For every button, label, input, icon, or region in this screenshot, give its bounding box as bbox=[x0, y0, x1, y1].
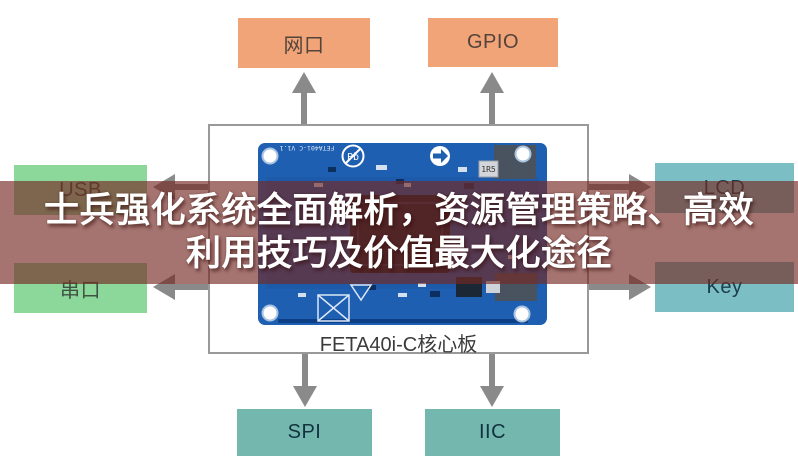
peripheral-label-iic: IIC bbox=[478, 421, 507, 443]
title-line-2: 利用技巧及价值最大化途径 bbox=[185, 234, 612, 273]
pcb-silkscreen-text: FETA40i-C V1.1 bbox=[280, 144, 335, 152]
arrow-head bbox=[292, 72, 316, 93]
peripheral-box-ethernet: 网口 bbox=[238, 18, 370, 68]
peripheral-box-iic: IIC bbox=[425, 409, 560, 456]
arrow-down-spi bbox=[293, 354, 317, 407]
arrow-shaft bbox=[589, 284, 631, 290]
pbfree-label: Pb bbox=[347, 152, 359, 163]
arrow-badge-icon bbox=[430, 146, 450, 166]
arrow-shaft bbox=[173, 284, 208, 290]
peripheral-label-serial: 串口 bbox=[60, 279, 101, 302]
arrow-shaft bbox=[489, 91, 495, 124]
pbfree-icon: Pb bbox=[341, 144, 365, 168]
arrow-up-gpio bbox=[480, 72, 504, 124]
arrow-head bbox=[480, 386, 504, 407]
core-board-label: FETA40i-C核心板 bbox=[319, 334, 478, 356]
title-line-1: 士兵强化系统全面解析，资源管理策略、高效 bbox=[43, 191, 754, 230]
peripheral-box-gpio: GPIO bbox=[428, 18, 558, 67]
title-overlay: 士兵强化系统全面解析，资源管理策略、高效 利用技巧及价值最大化途径 bbox=[0, 181, 798, 284]
arrow-head bbox=[480, 72, 504, 93]
inductor-label: 1R5 bbox=[481, 165, 496, 174]
arrow-shaft bbox=[301, 91, 307, 124]
arrow-up-ethernet bbox=[292, 72, 316, 124]
arrow-shaft bbox=[489, 354, 495, 388]
arrow-head bbox=[293, 386, 317, 407]
silk-symbols bbox=[317, 284, 373, 322]
peripheral-label-gpio: GPIO bbox=[466, 31, 519, 53]
arrow-down-iic bbox=[480, 354, 504, 407]
peripheral-box-spi: SPI bbox=[237, 409, 372, 456]
peripheral-label-spi: SPI bbox=[287, 421, 322, 443]
arrow-shaft bbox=[302, 354, 308, 388]
peripheral-label-ethernet: 网口 bbox=[283, 34, 325, 57]
